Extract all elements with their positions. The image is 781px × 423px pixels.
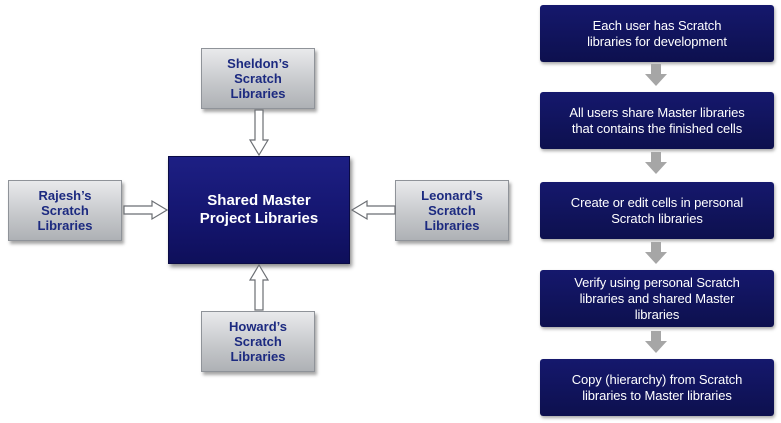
step-box-5: Copy (hierarchy) from Scratch libraries … <box>540 359 774 416</box>
step-label-4: Verify using personal Scratch libraries … <box>574 274 740 322</box>
library-label-sheldon: Sheldon’s Scratch Libraries <box>227 56 289 101</box>
step-arrow-icon <box>645 64 667 86</box>
arrow-up-icon <box>248 263 270 311</box>
step-arrow-icon <box>645 242 667 264</box>
step-box-1: Each user has Scratch libraries for deve… <box>540 5 774 62</box>
step-label-5: Copy (hierarchy) from Scratch libraries … <box>571 371 743 403</box>
step-label-3: Create or edit cells in personal Scratch… <box>570 194 744 226</box>
shared-master-label: Shared Master Project Libraries <box>199 192 319 227</box>
arrow-right-icon <box>123 199 169 221</box>
step-box-2: All users share Master libraries that co… <box>540 92 774 149</box>
library-box-rajesh: Rajesh’s Scratch Libraries <box>8 180 122 241</box>
step-box-4: Verify using personal Scratch libraries … <box>540 270 774 327</box>
step-arrow-icon <box>645 331 667 353</box>
library-box-sheldon: Sheldon’s Scratch Libraries <box>201 48 315 109</box>
step-label-1: Each user has Scratch libraries for deve… <box>587 17 727 49</box>
library-label-rajesh: Rajesh’s Scratch Libraries <box>37 188 93 233</box>
library-label-leonard: Leonard’s Scratch Libraries <box>421 188 483 233</box>
step-box-3: Create or edit cells in personal Scratch… <box>540 182 774 239</box>
step-label-2: All users share Master libraries that co… <box>569 104 745 136</box>
step-arrow-icon <box>645 152 667 174</box>
library-label-howard: Howard’s Scratch Libraries <box>228 319 288 364</box>
library-box-leonard: Leonard’s Scratch Libraries <box>395 180 509 241</box>
arrow-down-icon <box>248 109 270 157</box>
library-box-howard: Howard’s Scratch Libraries <box>201 311 315 372</box>
arrow-left-icon <box>350 199 396 221</box>
shared-master-box: Shared Master Project Libraries <box>168 156 350 264</box>
